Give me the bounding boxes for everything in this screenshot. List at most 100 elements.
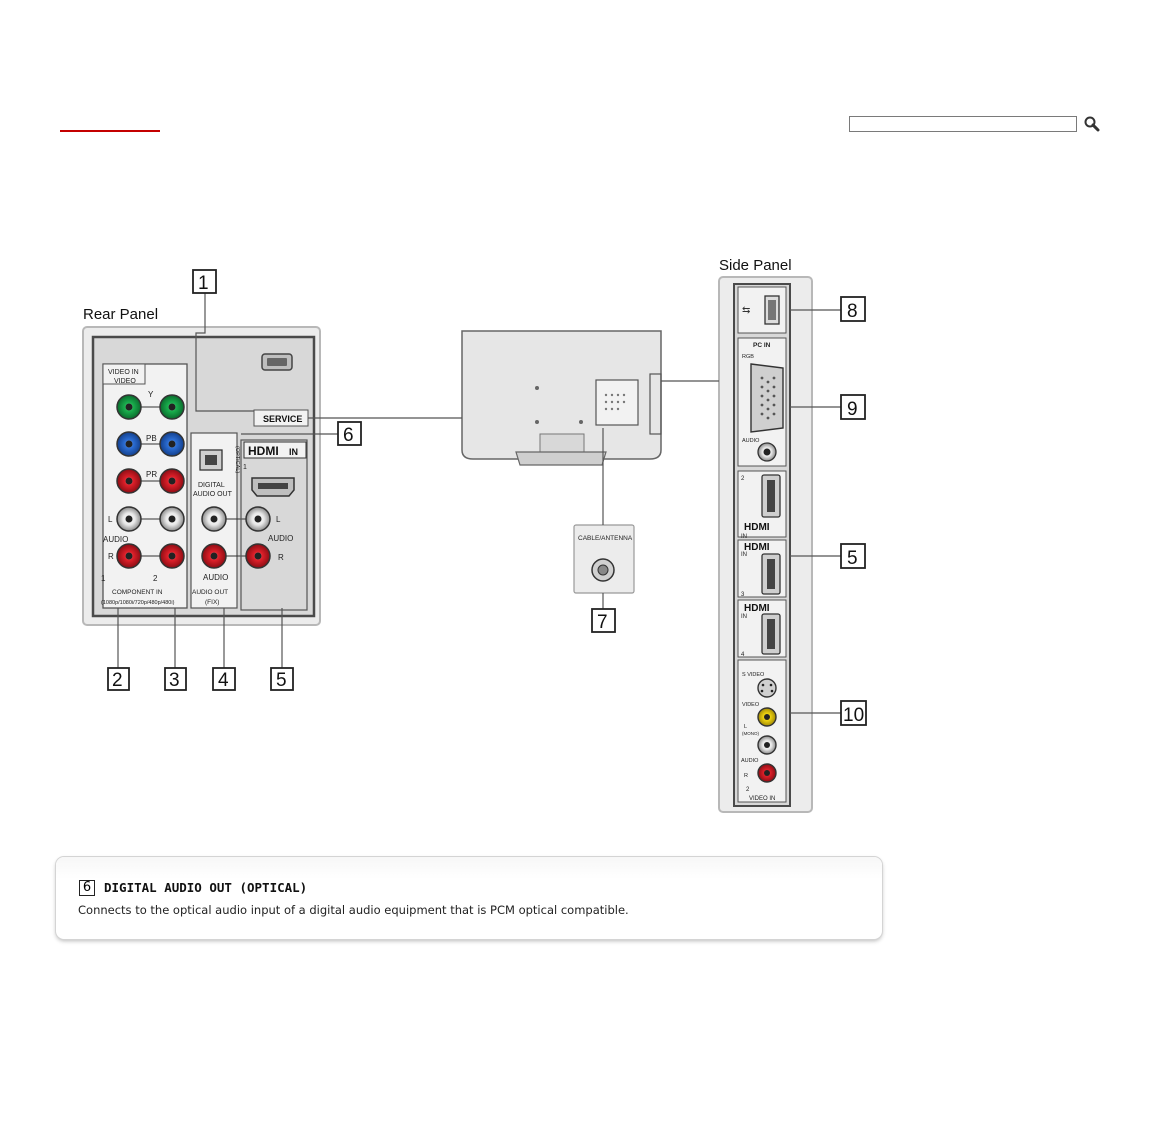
hdmi2-number: 2: [741, 476, 745, 482]
hdmi4-in-label: IN: [741, 614, 747, 620]
fix-label: (FIX): [205, 599, 219, 606]
hdmi4-logo: HDMI: [744, 603, 770, 614]
search-icon[interactable]: [1081, 114, 1103, 134]
tv-screw: [535, 420, 539, 424]
callout-8: 8: [847, 301, 858, 322]
callout-1: 1: [198, 273, 209, 294]
video-label: VIDEO: [114, 378, 136, 385]
audio-r-label: R: [108, 552, 114, 561]
callouts: 1 2 3 4 5 6 7 8 9 5 10: [107, 269, 867, 726]
rear-panel-title: Rear Panel: [83, 306, 158, 323]
back-link[interactable]: [60, 118, 160, 132]
video-in-header: [102, 363, 146, 385]
pb-label: PB: [146, 434, 157, 443]
side-audio-r-jack-hole: [764, 770, 770, 776]
pc-audio-label: AUDIO: [742, 438, 760, 444]
hdmi4-port-slot: [767, 619, 775, 649]
service-label: SERVICE: [263, 414, 302, 424]
callout-5a: 5: [276, 670, 287, 691]
hdmi1-port-slot: [258, 483, 288, 489]
audio-label: AUDIO: [103, 535, 128, 544]
hdmi1-group: [240, 439, 308, 611]
video-in-label: VIDEO IN: [108, 369, 139, 376]
optical-label: (OPTICAL): [234, 446, 240, 473]
audio-out-jacks: [201, 506, 271, 569]
tv-screw: [579, 420, 583, 424]
side-panel-title: Side Panel: [719, 257, 792, 274]
cable-antenna-label: CABLE/ANTENNA: [578, 535, 633, 542]
callout-6: 6: [343, 425, 354, 446]
hdmi4-number: 4: [741, 652, 745, 658]
description-title: DIGITAL AUDIO OUT (OPTICAL): [104, 880, 308, 895]
hdmi1-number: 1: [243, 464, 247, 471]
tv-terminal-dots: [604, 393, 626, 411]
hdmi3-in-label: IN: [741, 552, 747, 558]
hdmi2-port-slot: [767, 480, 775, 512]
service-port-slot: [267, 358, 287, 366]
connection-diagram: Rear Panel VIDEO IN VIDEO Y PB PR L AUDI…: [82, 257, 867, 813]
video-in2-label: VIDEO IN: [749, 796, 775, 802]
description-number: 6: [79, 880, 95, 896]
hdmi-audio-r-label: R: [278, 553, 284, 562]
audio-l-label: L: [108, 515, 113, 524]
leader-lines: [117, 293, 841, 714]
usb-port-slot: [768, 300, 776, 320]
callout-4: 4: [218, 670, 229, 691]
tv-screw: [535, 386, 539, 390]
audio-out-label: AUDIO OUT: [192, 589, 228, 596]
s-video-port: [757, 678, 777, 698]
hdmi3-logo: HDMI: [744, 542, 770, 553]
s-video-label: S VIDEO: [742, 672, 765, 678]
tv-stand-neck: [539, 433, 585, 455]
component-in-label: COMPONENT IN: [112, 589, 163, 596]
hdmi1-in-label: IN: [289, 447, 298, 457]
side-r-label: R: [744, 773, 748, 779]
component-formats-label: (1080p/1080i/720p/480p/480i): [101, 600, 175, 606]
audio-out-audio-label: AUDIO: [203, 573, 228, 582]
pc-in-label: PC IN: [753, 342, 771, 349]
tv-stand-base: [515, 451, 607, 466]
rca-jacks-rear: [116, 394, 185, 569]
hdmi2-in-label: IN: [741, 534, 747, 540]
description-panel: 6 DIGITAL AUDIO OUT (OPTICAL) Connects t…: [56, 857, 882, 939]
hdmi3-number: 3: [741, 592, 745, 598]
video-in2-number: 2: [746, 787, 750, 793]
side-video-label: VIDEO: [742, 702, 760, 708]
hdmi3-port-slot: [767, 559, 775, 589]
side-l-label: L: [744, 724, 747, 730]
side-audio-label: AUDIO: [741, 758, 759, 764]
input2-label: 2: [153, 574, 158, 583]
hdmi2-logo: HDMI: [744, 522, 770, 533]
hdmi1-logo: HDMI: [248, 444, 279, 458]
coax-port-center: [597, 564, 609, 576]
rgb-label: RGB: [742, 354, 754, 360]
description-band: [56, 857, 882, 879]
mono-label: (MONO): [742, 731, 759, 736]
usb-icon: ⇆: [742, 305, 750, 316]
callout-3: 3: [169, 670, 180, 691]
tv-back: [461, 330, 662, 460]
callout-2: 2: [112, 670, 123, 691]
s-video-pins: [760, 683, 774, 693]
hdmi-audio-label: AUDIO: [268, 534, 293, 543]
vga-pins: [760, 376, 776, 420]
digital-audio-out-label: AUDIO OUT: [193, 491, 233, 498]
tv-side-terminal: [649, 373, 662, 435]
search-input[interactable]: [849, 116, 1077, 132]
callout-7: 7: [597, 612, 608, 633]
hdmi-audio-l-label: L: [276, 515, 281, 524]
callout-9: 9: [847, 399, 858, 420]
callout-5b: 5: [847, 548, 858, 569]
input1-label: 1: [101, 574, 106, 583]
callout-10: 10: [843, 705, 864, 726]
pr-label: PR: [146, 470, 157, 479]
vga-port: [750, 363, 784, 433]
description-text: Connects to the optical audio input of a…: [78, 903, 629, 917]
composite-video-jack-hole: [764, 714, 770, 720]
hdmi1-header: [243, 441, 307, 459]
optical-port-slot: [205, 455, 217, 465]
y-label: Y: [148, 390, 154, 399]
side-audio-l-jack-hole: [764, 742, 770, 748]
pc-audio-jack-hole: [763, 448, 771, 456]
digital-label: DIGITAL: [198, 482, 225, 489]
